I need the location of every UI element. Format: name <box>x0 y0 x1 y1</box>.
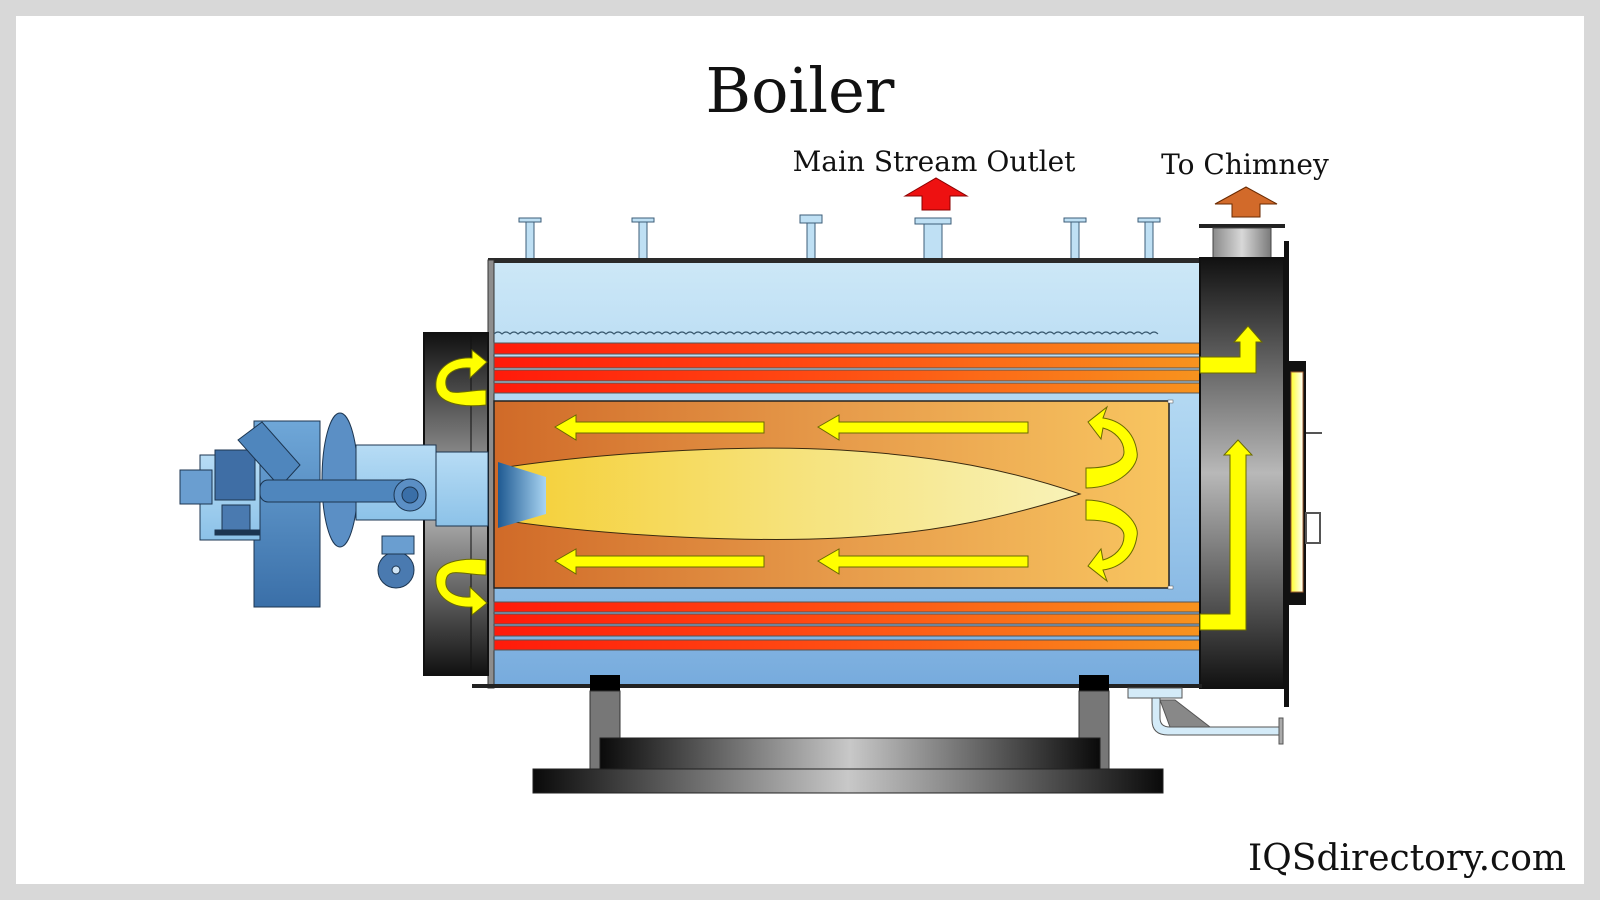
arrow-left-icon <box>817 414 1029 441</box>
nozzle <box>1137 217 1161 261</box>
base-skid <box>532 737 1164 794</box>
top-nozzles <box>518 214 1161 261</box>
fire-tubes-lower <box>493 601 1201 651</box>
label-to-chimney: To Chimney <box>1161 148 1329 181</box>
nozzle <box>1063 217 1087 261</box>
flame <box>499 447 1082 540</box>
chimney-arrow-icon <box>1214 186 1278 218</box>
furnace-flow-arrows <box>554 414 1029 575</box>
fire-tube <box>493 342 1201 355</box>
fire-tube <box>493 382 1201 394</box>
rear-smoke-box <box>1199 241 1322 707</box>
curved-arrow-icon <box>435 558 488 617</box>
fire-tube <box>493 356 1201 369</box>
nozzle <box>799 214 823 261</box>
arrow-up-icon <box>1199 325 1264 374</box>
drain-pipe <box>1127 687 1284 745</box>
burner-nozzle <box>498 462 546 528</box>
curved-arrow-icon <box>1085 499 1138 583</box>
fire-tube <box>493 601 1201 613</box>
rear-flow-arrows <box>1199 325 1264 631</box>
front-reversal-arrows <box>435 348 488 617</box>
diagram-title: Boiler <box>706 54 895 127</box>
steam-outlet-arrow-icon <box>903 177 969 211</box>
arrow-up-icon <box>1199 439 1254 631</box>
arrow-left-icon <box>817 548 1029 575</box>
nozzle <box>518 217 542 261</box>
fire-tubes-upper <box>493 342 1201 394</box>
chimney-outlet <box>1199 224 1285 261</box>
curved-arrow-icon <box>1085 405 1138 489</box>
fire-tube <box>493 613 1201 625</box>
furnace-reversal-arrows <box>1085 405 1138 583</box>
boiler-diagram: Boiler Main Stream Outlet To Chimney <box>179 54 1566 879</box>
curved-arrow-icon <box>435 348 488 407</box>
arrow-left-icon <box>554 548 765 575</box>
diagram-canvas: Boiler Main Stream Outlet To Chimney <box>16 16 1584 884</box>
fire-tube <box>493 625 1201 637</box>
burner-assembly <box>179 412 489 608</box>
fire-tube <box>493 369 1201 382</box>
steam-outlet-nozzle <box>914 217 952 261</box>
label-main-stream-outlet: Main Stream Outlet <box>793 145 1077 178</box>
brand-watermark: IQSdirectory.com <box>1248 838 1566 879</box>
fire-tube <box>493 639 1201 651</box>
arrow-left-icon <box>554 414 765 441</box>
nozzle <box>631 217 655 261</box>
water-surface <box>493 331 1159 335</box>
